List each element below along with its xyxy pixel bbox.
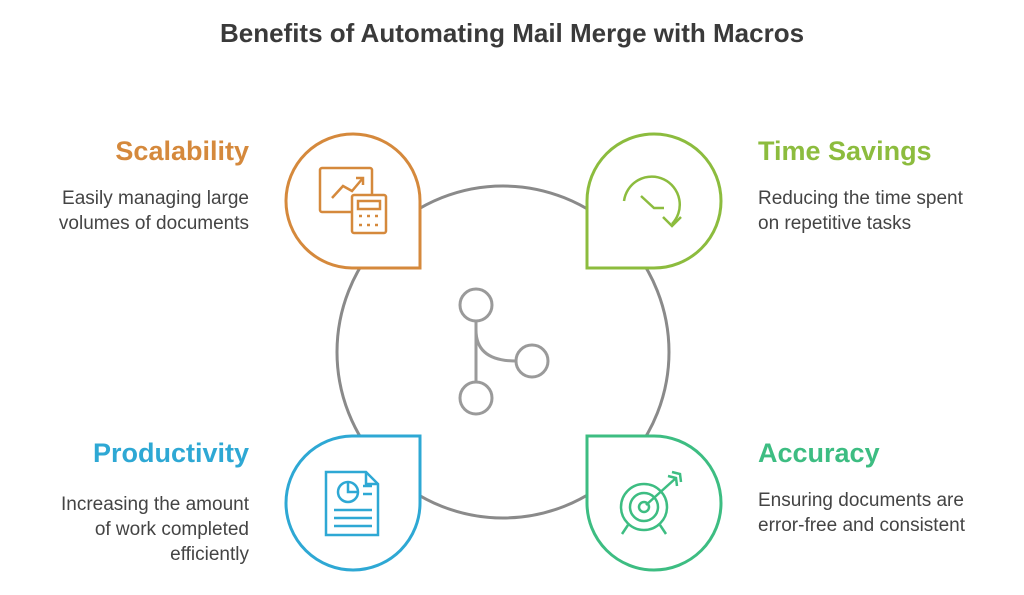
accuracy-description-line: Ensuring documents are xyxy=(758,490,964,511)
productivity-heading: Productivity xyxy=(92,438,249,468)
scalability-description: Easily managing large volumes of documen… xyxy=(20,186,249,236)
clock-arrow-icon xyxy=(622,175,682,228)
time-savings-description-line: on repetitive tasks xyxy=(758,213,912,234)
time-savings-description: Reducing the time spent on repetitive ta… xyxy=(758,186,1008,236)
productivity-description-line: of work completed xyxy=(94,519,249,540)
time-savings-heading: Time Savings xyxy=(758,136,932,166)
productivity-description-line: efficiently xyxy=(170,544,249,565)
accuracy-description-line: error-free and consistent xyxy=(758,515,965,536)
chart-calculator-icon xyxy=(318,166,388,235)
accuracy-node xyxy=(585,434,723,572)
time-savings-description-line: Reducing the time spent xyxy=(758,188,963,209)
accuracy-description: Ensuring documents are error-free and co… xyxy=(758,488,1008,538)
central-ring xyxy=(335,184,671,520)
productivity-node xyxy=(284,434,422,572)
report-document-icon xyxy=(324,470,380,537)
time-savings-node xyxy=(585,132,723,270)
branch-merge-icon xyxy=(458,287,550,416)
scalability-heading: Scalability xyxy=(115,136,249,166)
target-arrow-icon xyxy=(619,470,683,535)
scalability-description-line: volumes of documents xyxy=(58,213,249,234)
scalability-description-line: Easily managing large xyxy=(62,188,249,209)
productivity-description-line: Increasing the amount xyxy=(60,494,249,515)
productivity-description: Increasing the amount of work completed … xyxy=(20,492,249,567)
diagram-title: Benefits of Automating Mail Merge with M… xyxy=(219,18,805,48)
accuracy-heading: Accuracy xyxy=(758,438,880,468)
